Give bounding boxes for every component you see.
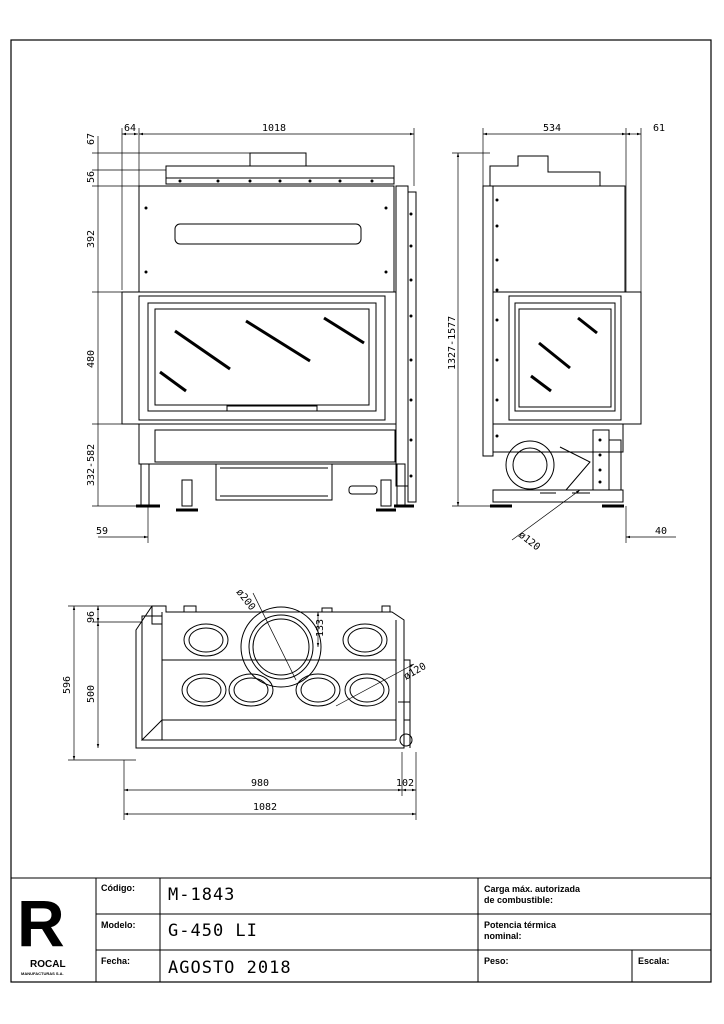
dim-500: 500 xyxy=(86,685,97,703)
potencia-label-1: Potencia térmica xyxy=(484,920,557,930)
peso-label: Peso: xyxy=(484,956,509,966)
codigo-value: M-1843 xyxy=(168,885,235,905)
side-view-bolts xyxy=(495,198,602,484)
front-view xyxy=(121,152,417,512)
dim-102: 102 xyxy=(396,778,414,789)
front-view-dim-labels: 64 1018 67 56 392 480 332-582 59 xyxy=(86,123,286,537)
dim-67: 67 xyxy=(86,133,97,145)
dim-1018: 1018 xyxy=(262,123,286,134)
dim-133: 133 xyxy=(315,619,326,637)
carga-label-2: de combustible: xyxy=(484,895,553,905)
sheet-border xyxy=(10,39,712,983)
side-view-dim-labels: 534 61 1327-1577 40 ø120 xyxy=(447,123,667,553)
plan-view xyxy=(135,605,413,749)
escala-label: Escala: xyxy=(638,956,670,966)
modelo-label: Modelo: xyxy=(101,920,136,930)
dim-side-120: ø120 xyxy=(402,661,428,683)
title-block-fields: Código: M-1843 Modelo: G-450 LI Fecha: A… xyxy=(101,883,670,978)
logo-name: ROCAL xyxy=(30,959,66,970)
dim-flue-120: ø120 xyxy=(516,530,542,554)
plan-view-dimensions xyxy=(68,592,417,820)
dim-1082: 1082 xyxy=(253,802,277,813)
logo-sub: MANUFACTURAS S.A. xyxy=(21,971,64,976)
dim-61: 61 xyxy=(653,123,665,134)
dim-480: 480 xyxy=(86,350,97,368)
dim-40: 40 xyxy=(655,526,667,537)
fecha-label: Fecha: xyxy=(101,956,130,966)
dim-332-582: 332-582 xyxy=(86,444,97,486)
front-view-bolts xyxy=(144,179,413,478)
potencia-label-2: nominal: xyxy=(484,931,522,941)
dim-534: 534 xyxy=(543,123,561,134)
dim-59: 59 xyxy=(96,526,108,537)
dim-64: 64 xyxy=(124,123,136,134)
codigo-label: Código: xyxy=(101,883,135,893)
logo-mark: R xyxy=(17,886,65,960)
modelo-value: G-450 LI xyxy=(168,921,258,941)
dim-1327-1577: 1327-1577 xyxy=(447,316,458,370)
fecha-value: AGOSTO 2018 xyxy=(168,958,292,978)
side-view-dimensions xyxy=(452,128,676,543)
front-view-dimensions xyxy=(92,128,415,543)
title-block xyxy=(10,877,712,983)
plan-view-dim-labels: ø200 133 ø120 96 596 500 980 102 1082 xyxy=(62,587,428,813)
dim-outlet-200: ø200 xyxy=(234,587,258,613)
dim-392: 392 xyxy=(86,230,97,248)
dim-96: 96 xyxy=(86,611,97,623)
dim-980: 980 xyxy=(251,778,269,789)
dim-596: 596 xyxy=(62,676,73,694)
carga-label-1: Carga máx. autorizada xyxy=(484,884,581,894)
logo: R ROCAL MANUFACTURAS S.A. xyxy=(17,886,66,976)
dim-56: 56 xyxy=(86,171,97,183)
side-view xyxy=(482,155,642,508)
